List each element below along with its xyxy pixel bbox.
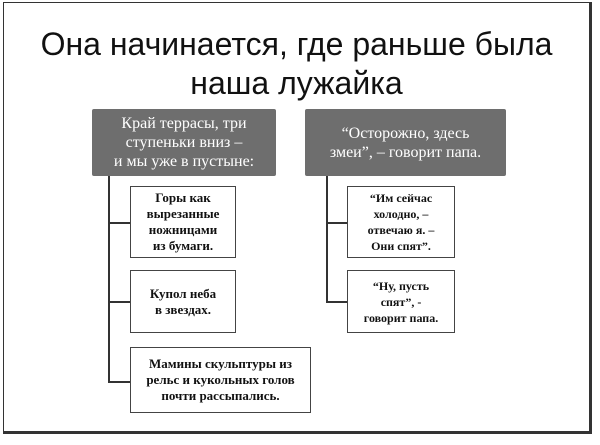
- item-line: “Им сейчас: [369, 191, 433, 205]
- item-line: рельс и кукольных голов: [146, 372, 295, 387]
- right-header-line-1: “Осторожно, здесь: [341, 124, 470, 142]
- slide-title: Она начинается, где раньше была наша луж…: [4, 25, 589, 103]
- item-line: из бумаги.: [152, 238, 214, 253]
- left-connector-vertical: [108, 176, 110, 383]
- item-line: говорит папа.: [363, 310, 439, 325]
- left-item-mountains: Горы как вырезанные ножницами из бумаги.: [130, 186, 236, 258]
- item-line: холодно, –: [373, 207, 429, 221]
- left-branch-header: Край террасы, три ступеньки вниз – и мы …: [92, 109, 276, 176]
- left-connector-3: [108, 381, 130, 383]
- right-connector-2: [326, 301, 347, 303]
- title-line-1: Она начинается, где раньше была: [40, 26, 553, 62]
- left-item-sculptures: Мамины скульптуры из рельс и кукольных г…: [130, 347, 311, 413]
- item-line: Мамины скульптуры из: [149, 356, 292, 371]
- right-item-sleep: “Ну, пусть спят”, - говорит папа.: [347, 270, 455, 333]
- item-line: спят”, -: [380, 294, 422, 309]
- item-line: отвечаю я. –: [367, 223, 435, 237]
- left-connector-1: [108, 222, 130, 224]
- item-line: в звездах.: [154, 301, 212, 317]
- right-connector-vertical: [326, 176, 328, 302]
- item-line: вырезанные: [146, 206, 220, 221]
- item-line: почти рассыпались.: [161, 388, 280, 403]
- title-line-2: наша лужайка: [190, 65, 403, 101]
- right-header-line-2: змеи”, – говорит папа.: [329, 143, 482, 161]
- left-header-line-2: ступеньки вниз –: [125, 134, 243, 151]
- item-line: Они спят”.: [371, 239, 431, 253]
- item-line: Купол неба: [149, 285, 217, 301]
- item-line: Горы как: [155, 190, 211, 205]
- left-connector-2: [108, 301, 130, 303]
- slide: Она начинается, где раньше была наша луж…: [3, 2, 592, 434]
- left-header-line-1: Край террасы, три: [121, 115, 247, 132]
- item-line: ножницами: [148, 222, 218, 237]
- right-connector-1: [326, 222, 347, 224]
- right-item-cold: “Им сейчас холодно, – отвечаю я. – Они с…: [347, 186, 455, 258]
- item-line: “Ну, пусть: [372, 278, 430, 293]
- left-item-sky: Купол неба в звездах.: [130, 270, 236, 333]
- right-branch-header: “Осторожно, здесь змеи”, – говорит папа.: [305, 109, 506, 176]
- left-header-line-3: и мы уже в пустыне:: [113, 153, 255, 170]
